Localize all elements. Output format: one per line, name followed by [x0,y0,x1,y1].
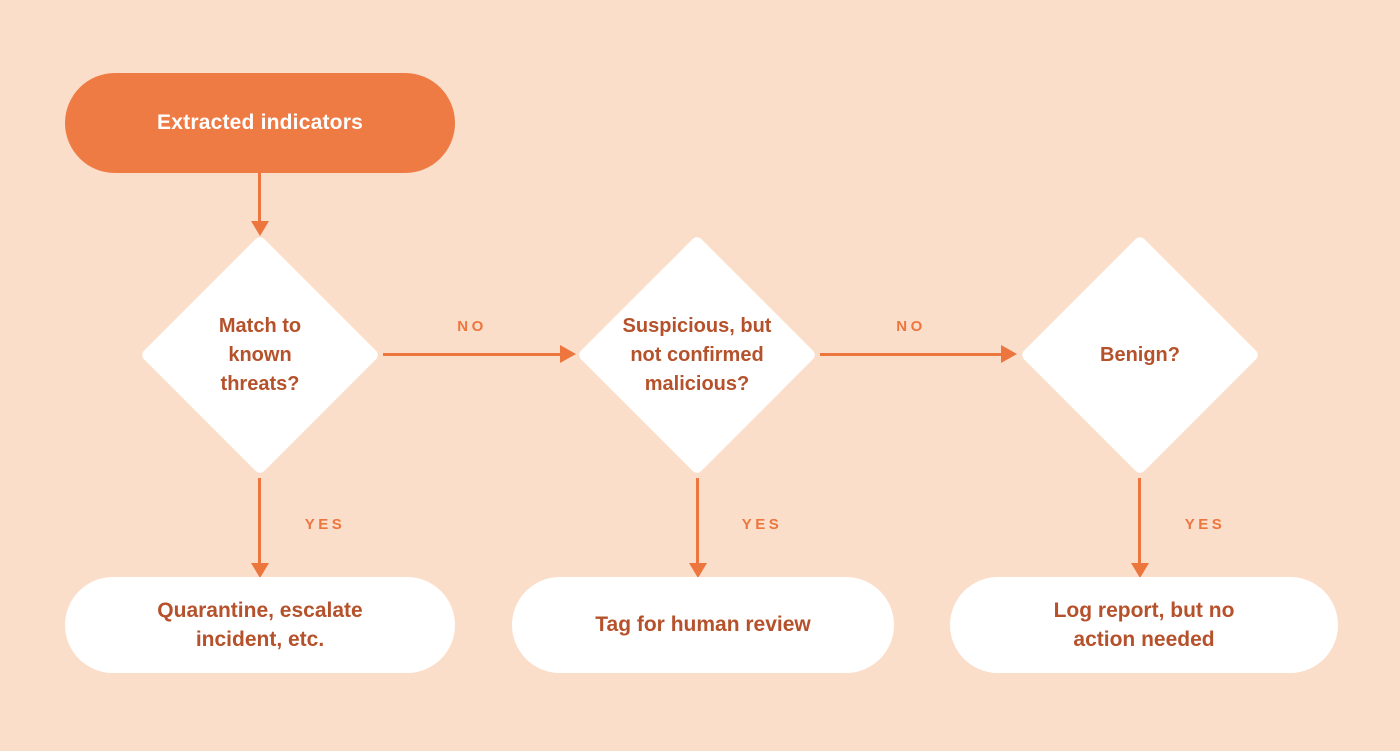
outcome-label: Log report, but no action needed [1053,598,1235,651]
outcome-node-quarantine-escalate: Quarantine, escalate incident, etc. [65,577,455,673]
decision-node-match-known-threats: Match to known threats? [139,234,381,476]
edge-label-yes-2: YES [741,516,783,533]
edge-label-no-1: NO [457,318,487,335]
arrow-head-match-to-suspicious [560,345,576,363]
arrow-head-suspicious-to-benign [1001,345,1017,363]
arrow-suspicious-to-benign [820,353,1002,356]
start-node-extracted-indicators: Extracted indicators [65,73,455,173]
outcome-label: Quarantine, escalate incident, etc. [157,598,363,651]
decision-label: Benign? [1100,343,1180,366]
start-node-label: Extracted indicators [157,111,363,134]
arrow-head-start-to-match [251,221,269,236]
decision-node-suspicious-not-confirmed: Suspicious, but not confirmed malicious? [576,234,818,476]
arrow-match-to-suspicious [383,353,561,356]
decision-label: Match to known threats? [218,314,302,395]
arrow-match-to-quarantine [258,478,261,564]
arrow-head-match-to-quarantine [251,563,269,578]
arrow-benign-to-log [1138,478,1141,564]
decision-node-benign: Benign? [1019,234,1261,476]
arrow-start-to-match [258,173,261,222]
decision-label: Suspicious, but not confirmed malicious? [622,314,772,395]
outcome-label: Tag for human review [595,613,811,637]
arrow-suspicious-to-tag [696,478,699,564]
arrow-head-suspicious-to-tag [689,563,707,578]
arrow-head-benign-to-log [1131,563,1149,578]
edge-label-yes-1: YES [304,516,346,533]
outcome-node-tag-human-review: Tag for human review [512,577,894,673]
outcome-node-log-report: Log report, but no action needed [950,577,1338,673]
edge-label-yes-3: YES [1184,516,1226,533]
edge-label-no-2: NO [896,318,926,335]
